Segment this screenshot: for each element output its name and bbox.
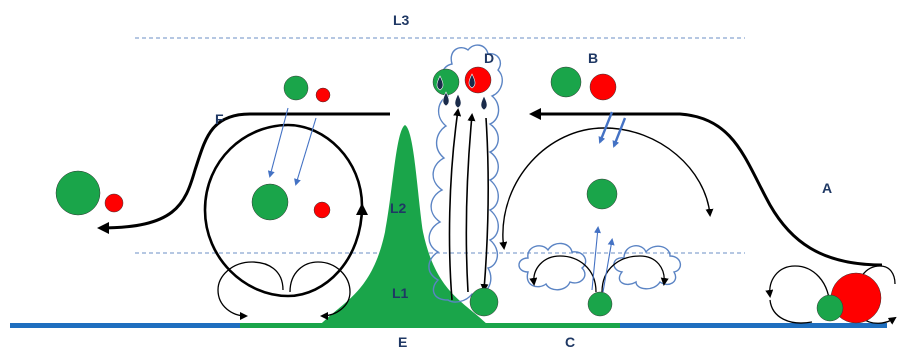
circulation-left-big xyxy=(203,123,368,298)
particle-red-f-top xyxy=(315,87,331,103)
transfer-arrow-2 xyxy=(294,117,317,186)
cloud-right-small xyxy=(613,245,681,290)
particle-green-d xyxy=(432,68,460,96)
particle-green-cloud-base xyxy=(469,287,499,317)
updraft-arrow-2 xyxy=(465,113,476,293)
label-e: E xyxy=(398,334,407,350)
particle-red-d xyxy=(464,66,492,94)
eddy-a-left xyxy=(765,265,831,311)
particle-green-f-top xyxy=(283,75,309,101)
particle-green-far-left xyxy=(55,170,101,216)
particle-red-far-left xyxy=(104,193,124,213)
droplet-icon-1 xyxy=(436,75,444,91)
droplet-icon-2 xyxy=(468,73,476,89)
droplet-icon-4 xyxy=(454,93,462,109)
eddy-left-2 xyxy=(289,261,351,320)
flow-arrow-top-right xyxy=(529,108,883,267)
droplet-icon-5 xyxy=(480,95,488,111)
particle-green-a xyxy=(816,294,844,322)
label-a: A xyxy=(822,180,832,196)
label-f: F xyxy=(215,111,224,127)
eddy-left-1 xyxy=(217,261,284,320)
transfer-arrow-5 xyxy=(591,226,602,291)
particle-green-b-center xyxy=(586,178,618,210)
particle-green-c xyxy=(587,291,613,317)
downdraft-arrow-1 xyxy=(480,117,489,292)
transfer-arrow-3 xyxy=(598,111,614,144)
eddy-a-bottom xyxy=(769,299,813,324)
label-d: D xyxy=(484,50,494,66)
label-b: B xyxy=(588,50,598,66)
circulation-right-base xyxy=(499,239,508,250)
particle-red-f-center xyxy=(313,201,331,219)
label-l3: L3 xyxy=(393,12,410,28)
ground-blue-right xyxy=(620,323,887,328)
particle-green-b xyxy=(550,66,582,98)
ground-blue-left xyxy=(10,323,250,328)
flow-arrow-top-left xyxy=(97,112,390,234)
transfer-arrow-6 xyxy=(602,238,615,293)
eddy-c-left xyxy=(529,255,597,293)
particle-green-f-center xyxy=(251,183,289,221)
label-c: C xyxy=(565,334,575,350)
label-l1: L1 xyxy=(392,285,409,301)
droplet-icon-3 xyxy=(442,91,450,107)
green-plume xyxy=(320,125,488,325)
particle-red-b xyxy=(589,73,617,101)
cloud-left-small xyxy=(518,242,587,291)
transfer-arrow-1 xyxy=(267,107,289,178)
cloud-column xyxy=(428,44,503,303)
transfer-arrow-4 xyxy=(612,117,627,148)
circulation-right-big xyxy=(502,127,714,241)
ground-green xyxy=(240,323,625,328)
updraft-arrow-1 xyxy=(448,108,462,301)
label-l2: L2 xyxy=(390,200,407,216)
